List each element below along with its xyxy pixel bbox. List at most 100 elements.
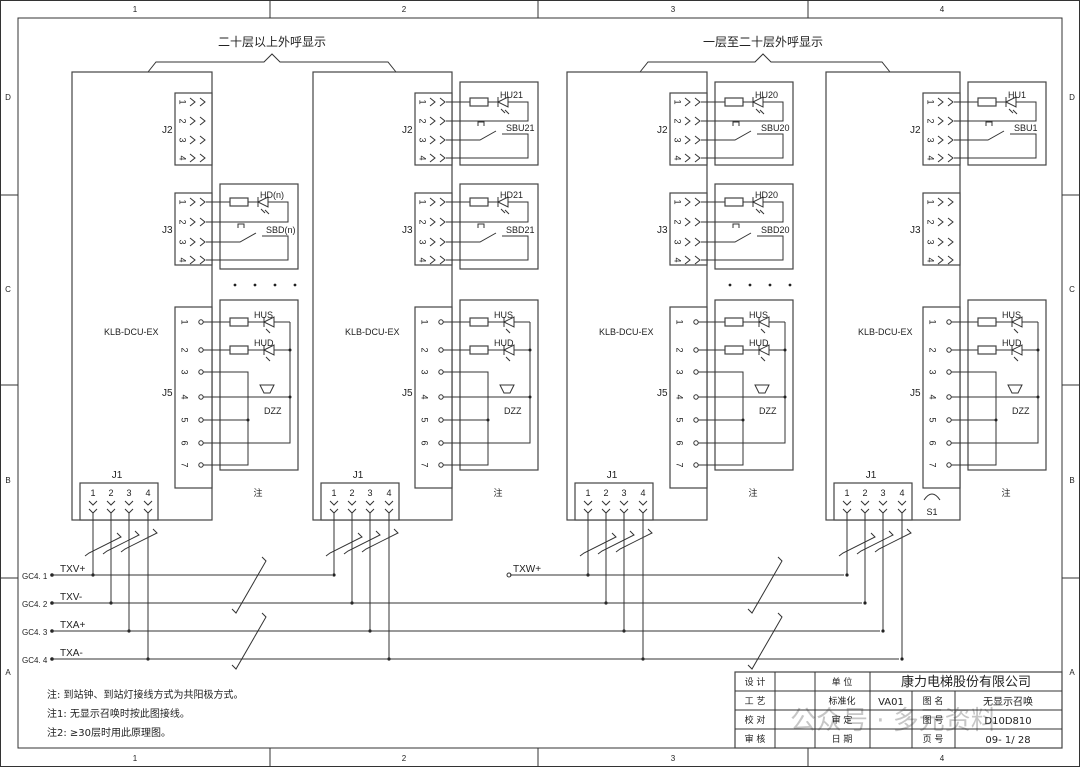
pin-number: 2 <box>108 488 113 498</box>
jumper-label: S1 <box>926 507 937 517</box>
pin-number: 1 <box>418 199 428 204</box>
chevron <box>684 116 691 126</box>
switch-actuator <box>477 121 485 126</box>
chevron <box>694 237 701 247</box>
terminal-icon <box>506 572 512 578</box>
wire <box>446 235 529 261</box>
buzzer-icon <box>259 384 275 394</box>
chevron <box>684 97 691 107</box>
pin-number: 2 <box>418 118 428 123</box>
led-ray <box>755 208 761 214</box>
pin-number: 3 <box>928 369 938 374</box>
connector-j3-box <box>669 192 708 266</box>
column-number: 2 <box>402 5 407 14</box>
break-mark <box>102 530 140 555</box>
chevron <box>878 500 888 506</box>
chevron <box>199 153 206 163</box>
break-mark <box>361 528 399 553</box>
chevron <box>439 255 446 265</box>
chevron <box>947 116 954 126</box>
chevron <box>189 135 196 145</box>
bus-signal-label: TXA- <box>60 648 83 659</box>
pin-number: 4 <box>673 257 683 262</box>
pin-number: 6 <box>180 440 190 445</box>
title-block-std: VA01 <box>878 697 904 708</box>
pin-number: 6 <box>420 440 430 445</box>
lamp-label: HUS <box>494 310 513 320</box>
connector-j5-label: J5 <box>162 388 173 399</box>
title-block-approve-label: 审 定 <box>832 714 853 726</box>
junction-dot <box>332 573 336 577</box>
bus-signal-label: TXV- <box>60 592 82 603</box>
break-mark <box>615 528 653 553</box>
chevron <box>439 97 446 107</box>
resistor-icon <box>229 197 249 207</box>
chevron <box>439 237 446 247</box>
connector-j3-label: J3 <box>402 225 413 236</box>
connector-j3-label: J3 <box>910 225 921 236</box>
pin-number: 2 <box>420 347 430 352</box>
bus-signal-label: TXW+ <box>513 564 541 575</box>
bus-terminal-label: GC4. 2 <box>22 600 48 609</box>
chevron <box>429 116 436 126</box>
module-2: KLB-DCU-EXJ21234J31234HU21SBU21HD21SBD21… <box>312 71 539 661</box>
pin-number: 4 <box>928 394 938 399</box>
chevron <box>937 116 944 126</box>
resistor-icon <box>724 197 744 207</box>
chevron <box>601 500 611 506</box>
column-number: 1 <box>133 5 138 14</box>
title-block-page: 09- 1/ 28 <box>985 735 1030 746</box>
pin-number: 3 <box>621 488 626 498</box>
column-number: 3 <box>671 754 676 763</box>
pin-number: 1 <box>673 199 683 204</box>
title-block-unit: 康力电梯股份有限公司 <box>901 674 1031 690</box>
switch-icon <box>206 232 257 243</box>
jumper-icon <box>923 493 941 501</box>
ellipsis-dot <box>233 283 237 287</box>
button-label: SBD20 <box>761 225 790 235</box>
pin-number: 2 <box>603 488 608 498</box>
switch-icon <box>701 232 752 243</box>
led-ray <box>760 356 766 362</box>
group-brace <box>639 53 891 73</box>
pin-number: 4 <box>386 488 391 498</box>
resistor-icon <box>469 197 489 207</box>
common-wire <box>203 322 291 444</box>
chevron <box>684 153 691 163</box>
row-letter: A <box>5 668 11 677</box>
connector-j1-label: J1 <box>866 470 877 481</box>
title-block-date-label: 日 期 <box>832 734 853 745</box>
switch-actuator <box>732 121 740 126</box>
pin-number: 2 <box>673 219 683 224</box>
pin-number: 3 <box>126 488 131 498</box>
chevron <box>143 500 153 506</box>
lamp-label: HUD <box>749 338 769 348</box>
pin-number: 3 <box>418 239 428 244</box>
led-ray <box>260 208 266 214</box>
connector-j2-box <box>174 92 213 166</box>
chevron <box>189 97 196 107</box>
chevron <box>347 500 357 506</box>
pin-number: 5 <box>928 417 938 422</box>
break-mark <box>231 556 267 614</box>
module-model: KLB-DCU-EX <box>858 327 913 337</box>
chevron <box>694 97 701 107</box>
chevron <box>694 116 701 126</box>
title-block-page-label: 页 号 <box>923 734 944 745</box>
resistor-icon <box>977 317 997 327</box>
led-ray <box>500 108 506 114</box>
wire <box>701 201 784 223</box>
group-title: 二十层以上外呼显示 <box>218 35 326 49</box>
chevron <box>329 500 339 506</box>
bus-2: GC4. 2 TXV- <box>22 592 862 609</box>
chevron <box>199 97 206 107</box>
pin-number: 4 <box>675 394 685 399</box>
junction-dot <box>288 395 292 399</box>
note-line: 注1: 无显示召唤时按此图接线。 <box>47 707 190 720</box>
pin-number: 1 <box>418 99 428 104</box>
junction-dot <box>783 348 787 352</box>
